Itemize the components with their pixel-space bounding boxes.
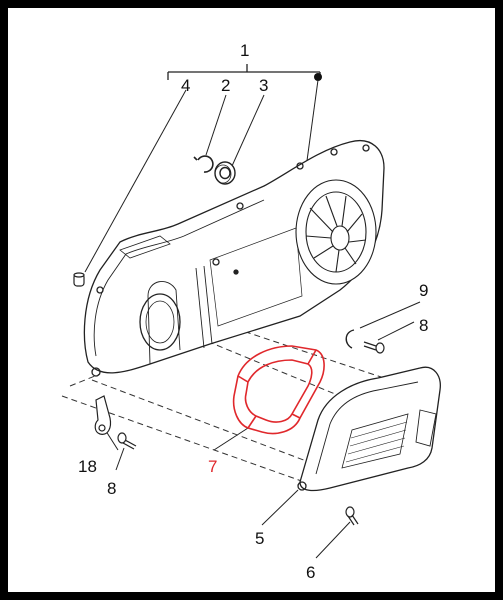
label-part-1: 1 — [240, 41, 249, 60]
label-part-5: 5 — [255, 529, 264, 548]
label-part-3: 3 — [259, 76, 268, 95]
bearing-part — [214, 161, 236, 185]
label-part-7: 7 — [208, 457, 217, 476]
circlip-part — [193, 155, 214, 173]
cover-vent — [295, 179, 377, 285]
screw-8-left — [117, 432, 137, 450]
label-part-8-right: 8 — [419, 316, 428, 335]
label-part-2: 2 — [221, 76, 230, 95]
label-part-6: 6 — [306, 563, 315, 582]
screw-8-right — [363, 341, 385, 354]
assembly-bracket — [167, 64, 321, 80]
label-part-18: 18 — [78, 457, 97, 476]
seal-ring-highlighted — [232, 345, 325, 435]
label-part-8-left: 8 — [107, 479, 116, 498]
bracket-part — [94, 395, 112, 435]
dowel-pin — [73, 272, 85, 287]
washer-9 — [345, 329, 355, 349]
secondary-cover — [297, 366, 441, 492]
label-part-9: 9 — [419, 281, 428, 300]
assembly-dot — [314, 73, 322, 81]
label-part-4: 4 — [181, 76, 190, 95]
screw-6 — [345, 506, 359, 526]
